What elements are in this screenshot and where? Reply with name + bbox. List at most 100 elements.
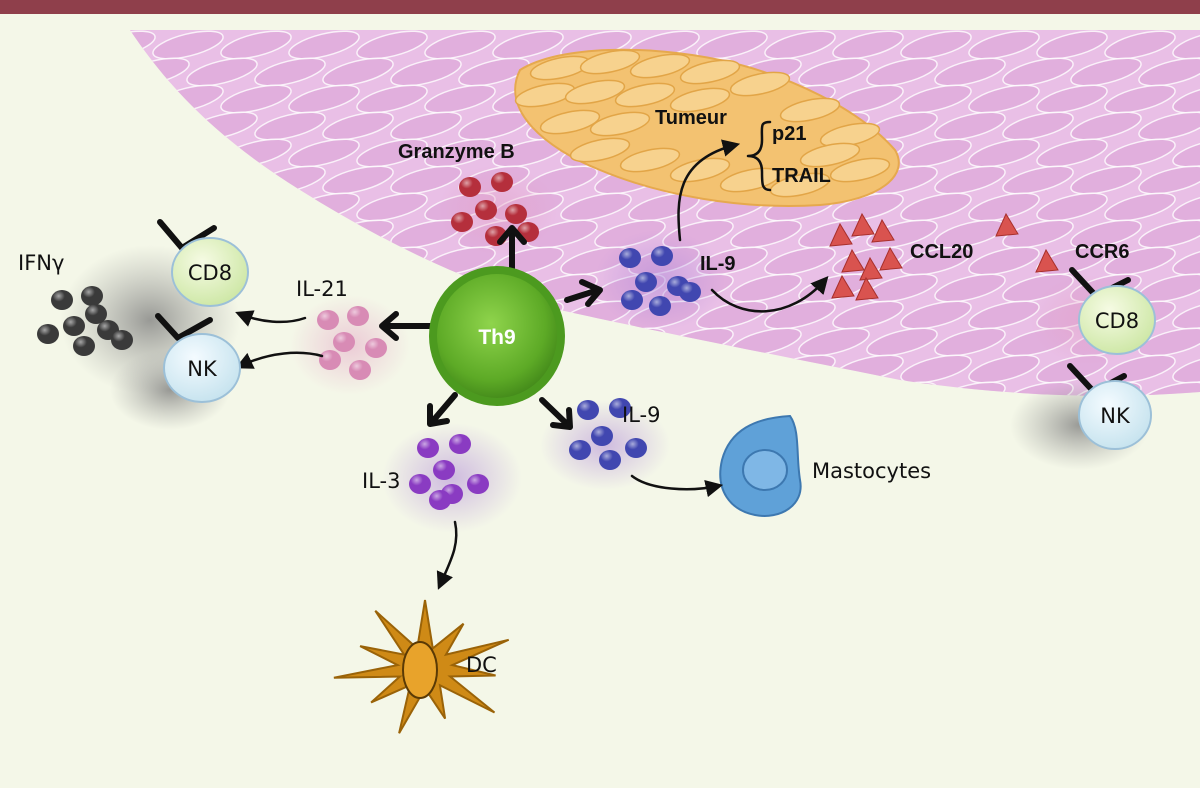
tissue-cell <box>900 300 972 330</box>
tissue-cell <box>1138 165 1200 195</box>
il9-tumor-label: IL-9 <box>700 253 736 275</box>
tissue-cell <box>322 111 394 141</box>
il21-molecule-shine <box>319 350 341 370</box>
tissue-cell <box>254 57 326 87</box>
p21-trail-bracket <box>746 120 772 192</box>
arrow-th9-il3 <box>427 392 458 427</box>
il9-mast-label: IL-9 <box>622 403 660 427</box>
il21-label: IL-21 <box>296 277 348 301</box>
tissue-cell <box>356 30 428 60</box>
ifng-molecule-shine <box>51 290 73 310</box>
granzyme-b-molecule-shine <box>459 177 481 197</box>
tissue-cell <box>1002 57 1074 87</box>
ccl20-molecule <box>1035 248 1059 273</box>
tissue-cell <box>662 381 734 396</box>
tumor-cell <box>579 49 641 75</box>
il3-halo <box>382 423 522 533</box>
tissue-cell <box>48 215 123 254</box>
tumor-cell <box>629 53 691 79</box>
tissue-cell <box>424 84 496 114</box>
tissue-cell <box>14 26 89 65</box>
tissue-cell <box>130 84 156 114</box>
tissue-cell <box>288 138 360 168</box>
dendritic-cell <box>333 599 510 734</box>
ifng-molecule-shine <box>85 304 107 324</box>
tissue-cell <box>1002 219 1074 249</box>
tissue-cell <box>628 354 700 384</box>
ccl20-molecules <box>829 212 1059 301</box>
tumor-cell <box>564 79 626 105</box>
ccl20-molecule <box>851 212 875 237</box>
il3-label: IL-3 <box>362 469 400 493</box>
granzyme-b-molecule-shine <box>491 172 513 192</box>
il9-tumor-molecule-shine <box>621 290 643 310</box>
arrow-il9-ccl20 <box>710 276 829 313</box>
tissue-cell <box>866 327 938 357</box>
ccl20-molecule <box>855 276 879 301</box>
tissue-cell <box>934 327 1006 357</box>
tissue-cell <box>1036 138 1108 168</box>
tissue-cell <box>1036 84 1108 114</box>
ccl20-molecule <box>879 246 903 271</box>
tissue-cell <box>832 300 904 330</box>
tissue-cell <box>934 273 1006 303</box>
tissue-cell <box>1002 111 1074 141</box>
tissue-cell <box>900 354 972 384</box>
il9-tumor-molecule-shine <box>679 282 701 302</box>
tissue-cell <box>356 84 428 114</box>
tissue-cell <box>48 53 123 92</box>
tissue-cell <box>696 354 768 384</box>
arrow-il3-dc <box>436 520 458 590</box>
tissue-cell <box>866 381 938 396</box>
tissue-cell <box>356 192 428 222</box>
cd8-cell-right <box>1078 285 1156 355</box>
il9-mast-molecule-shine <box>609 398 631 418</box>
il21-molecule-shine <box>349 360 371 380</box>
il3-molecule-shine <box>417 438 439 458</box>
tissue-cell <box>14 80 89 119</box>
tissue-cell <box>322 57 394 87</box>
tissue-cell <box>288 84 360 114</box>
tissue-cell <box>934 165 1006 195</box>
tissue-cell <box>900 138 972 168</box>
tissue-cell <box>1104 192 1176 222</box>
mast-cell <box>719 414 802 517</box>
ccl20-label: CCL20 <box>910 241 973 263</box>
tissue-cell <box>560 192 632 222</box>
tissue-cell <box>1172 300 1200 330</box>
nk-cell-right <box>1078 380 1152 450</box>
tissue-cell <box>1172 192 1200 222</box>
tissue-cell <box>356 246 428 276</box>
il9-mast-molecule-shine <box>569 440 591 460</box>
il21-molecule-shine <box>317 310 339 330</box>
tissue-cell <box>1138 327 1200 357</box>
tissue-cell <box>1172 354 1200 384</box>
tissue-cell <box>458 57 530 87</box>
tissue-cell <box>866 57 938 87</box>
ccr6-label: CCR6 <box>1075 241 1129 263</box>
tissue-cell <box>968 30 1040 60</box>
tumor-cell <box>829 157 891 183</box>
il9-mast-molecule-shine <box>577 400 599 420</box>
tissue-cell <box>14 188 89 227</box>
tissue-cell <box>1104 30 1176 60</box>
tissue-cell <box>1070 219 1142 249</box>
arrow-il21-nk <box>235 351 324 369</box>
top-bar <box>0 0 1200 14</box>
tissue-cell <box>1172 84 1200 114</box>
tissue-cell <box>356 138 428 168</box>
tissue-cell <box>560 354 632 384</box>
tissue-cell <box>322 165 394 195</box>
tissue-cell <box>1070 57 1142 87</box>
tumor-cell <box>589 111 651 137</box>
tissue-cell <box>764 300 836 330</box>
il9-mast-molecule-shine <box>599 450 621 470</box>
tumor-cell <box>619 147 681 173</box>
tissue-cell <box>968 246 1040 276</box>
tissue-cell <box>764 30 836 60</box>
tissue-cell <box>1036 192 1108 222</box>
tissue-cell <box>152 138 224 168</box>
tissue-cell <box>1172 30 1200 60</box>
ccl20-molecule <box>841 248 865 273</box>
